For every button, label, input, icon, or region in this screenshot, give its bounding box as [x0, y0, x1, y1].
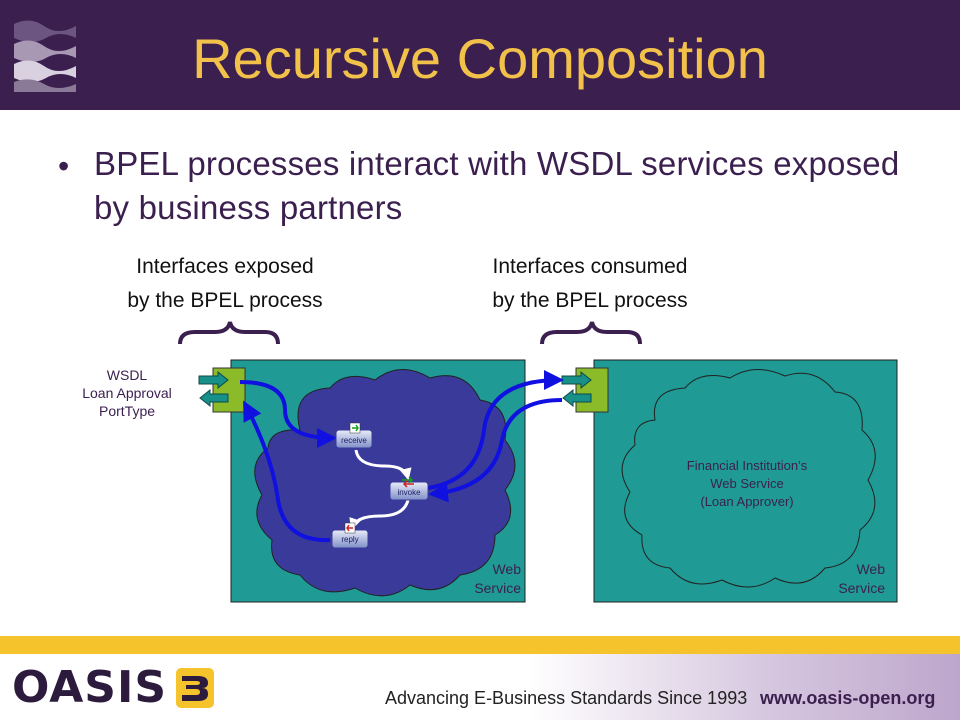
invoke-request-flow-arrow: [427, 370, 564, 490]
reply-flow-arrow: [243, 400, 331, 543]
port-outbound-arrow-icon: [562, 388, 592, 408]
wsdl-label-line: WSDL: [107, 367, 148, 383]
partner-service-cloud-icon: [621, 369, 876, 588]
invoke-activity-label: invoke: [397, 488, 421, 497]
right-brace-icon: [540, 321, 642, 345]
caption-line: by the BPEL process: [492, 289, 688, 312]
web-service-label-line: Service: [474, 580, 521, 596]
footer-accent-band: [0, 636, 960, 654]
receive-flow-arrow: [239, 380, 337, 448]
bullet-icon: •: [58, 148, 70, 184]
port-outbound-arrow-icon: [199, 388, 229, 408]
web-service-label-line: Web: [492, 561, 521, 577]
oasis-logo-text: OASIS: [12, 662, 168, 713]
invoke-activity: invoke: [389, 476, 429, 501]
receive-activity: receive: [335, 422, 373, 449]
receive-to-invoke-arrow: [354, 449, 412, 481]
corner-logo-icon: [14, 20, 76, 92]
wsdl-label-line: Loan Approval: [82, 385, 172, 401]
slide-header: Recursive Composition: [0, 0, 960, 110]
invoke-to-reply-arrow: [349, 499, 410, 531]
reply-activity-label: reply: [341, 535, 358, 544]
caption-line: Interfaces consumed: [492, 255, 688, 278]
composition-diagram: WSDL Loan Approval PortType receive invo…: [82, 321, 898, 603]
oasis-logo-icon: [176, 668, 214, 708]
web-service-label-line: Web: [856, 561, 885, 577]
port-inbound-arrow-icon: [561, 370, 592, 390]
caption-interfaces-exposed: Interfaces exposed by the BPEL process: [100, 250, 350, 318]
partner-service-label-line: Financial Institution’s: [687, 458, 808, 473]
bullet-text: BPEL processes interact with WSDL servic…: [94, 145, 900, 226]
receive-activity-label: receive: [341, 436, 367, 445]
partner-service-label-line: Web Service: [710, 476, 783, 491]
caption-interfaces-consumed: Interfaces consumed by the BPEL process: [460, 250, 720, 318]
page-title: Recursive Composition: [192, 27, 768, 90]
wsdl-label-line: PortType: [99, 403, 155, 419]
partner-service-label-line: (Loan Approver): [700, 494, 793, 509]
invoke-response-flow-arrow: [428, 398, 563, 503]
port-inbound-arrow-icon: [198, 370, 229, 390]
footer-website-link[interactable]: www.oasis-open.org: [760, 688, 936, 708]
slide-footer: OASIS Advancing E-Business Standards Sin…: [0, 654, 960, 720]
caption-line: Interfaces exposed: [136, 255, 314, 278]
footer-tagline: Advancing E-Business Standards Since 199…: [385, 688, 748, 708]
reply-activity: reply: [331, 522, 369, 549]
web-service-label-line: Service: [838, 580, 885, 596]
left-brace-icon: [178, 321, 280, 345]
caption-line: by the BPEL process: [127, 289, 323, 312]
